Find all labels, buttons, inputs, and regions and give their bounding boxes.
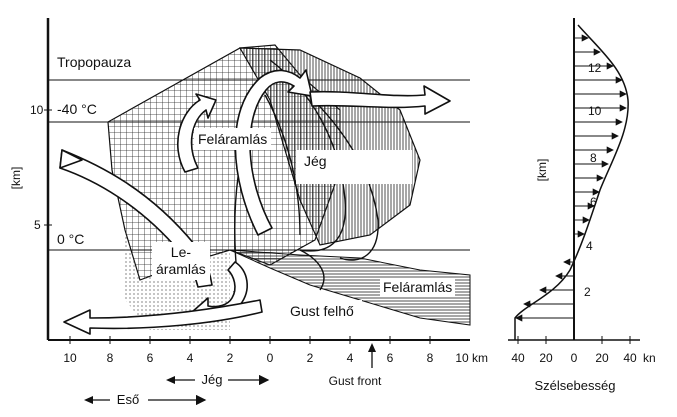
right-x-ticks [517, 336, 631, 344]
downdraft-label: Le- áramlás [152, 242, 210, 280]
inflow-left-arrow [59, 149, 213, 288]
x-tick: 0 [571, 351, 578, 365]
x-tick: 4 [347, 351, 354, 365]
right-chart-title: Szélsebesség [535, 378, 616, 393]
wind-arrows [515, 34, 627, 322]
right-x-unit: kn [643, 351, 656, 365]
left-y-tick-5: 5 [34, 218, 41, 232]
x-tick: 8 [427, 351, 434, 365]
x-tick: 6 [387, 351, 394, 365]
zero-celsius-label: 0 °C [57, 231, 85, 247]
x-tick: 2 [307, 351, 314, 365]
y-tick: 2 [584, 285, 591, 299]
left-frame [46, 18, 470, 341]
downdraft-label-line1: Le- [170, 244, 192, 260]
outflow-arrow [309, 85, 451, 115]
gust-front-label: Gust front [329, 374, 382, 388]
updraft-low-label: Feláramlás [380, 278, 456, 296]
outflow-left-arrow [63, 299, 263, 335]
y-tick: 10 [588, 104, 602, 118]
gust-cloud-label: Gust felhő [282, 300, 362, 322]
x-tick: 20 [595, 351, 609, 365]
y-tick: 12 [588, 61, 602, 75]
downdraft-label-line2: áramlás [156, 261, 206, 277]
x-tick: 0 [267, 351, 274, 365]
x-tick: 2 [227, 351, 234, 365]
bottom-ice-label: Jég [202, 372, 223, 387]
range-arrowheads [84, 343, 376, 404]
x-tick: 8 [107, 351, 114, 365]
x-tick: 4 [187, 351, 194, 365]
lower-band [229, 249, 471, 326]
minus40-label: -40 °C [57, 101, 97, 117]
x-tick: 6 [147, 351, 154, 365]
right-x-tick-labels: 40 20 0 20 40 [511, 351, 637, 365]
left-x-unit: km [472, 351, 488, 365]
left-y-unit: [km] [9, 167, 23, 190]
left-y-ticks [44, 109, 52, 226]
x-tick: 40 [511, 351, 525, 365]
x-tick: 20 [539, 351, 553, 365]
x-tick: 10 [455, 351, 469, 365]
updraft-main-label: Feláramlás [194, 128, 272, 150]
y-tick: 6 [590, 195, 597, 209]
flow-arrows [59, 69, 451, 335]
left-x-ticks [69, 336, 431, 344]
y-tick: 8 [590, 151, 597, 165]
right-y-unit: [km] [535, 159, 549, 182]
ice-upper-label: Jég [296, 150, 412, 184]
wind-profile [514, 24, 629, 340]
x-tick: 10 [63, 351, 77, 365]
x-tick: 40 [623, 351, 637, 365]
y-tick: 4 [586, 239, 593, 253]
right-frame [508, 18, 640, 341]
right-y-tick-labels: 12 10 8 6 4 2 [584, 61, 602, 299]
left-y-tick-10: 10 [30, 103, 44, 117]
left-x-tick-labels: 10 8 6 4 2 0 2 4 6 8 10 [63, 351, 469, 365]
curl-arrow [177, 93, 217, 173]
bottom-rain-label: Eső [117, 392, 139, 407]
tropopause-label: Tropopauza [54, 53, 135, 71]
